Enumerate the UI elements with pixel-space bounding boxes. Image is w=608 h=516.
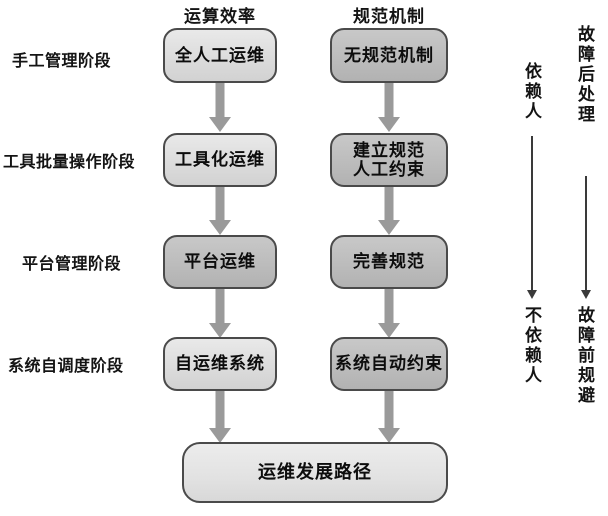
axis-label-fault-handling-top: 故障后处理 [575, 25, 594, 125]
flow-arrow-efficiency-3-4 [209, 289, 231, 338]
stage-label-platform: 平台管理阶段 [22, 256, 122, 273]
node-efficiency-stage-4[interactable]: 自运维系统 [163, 337, 277, 391]
node-standard-stage-2[interactable]: 建立规范 人工约束 [330, 133, 448, 187]
axis-label-people-dependency-top: 依赖人 [522, 62, 541, 122]
node-efficiency-stage-1[interactable]: 全人工运维 [163, 28, 277, 83]
node-standard-stage-3[interactable]: 完善规范 [330, 235, 448, 289]
stage-label-tool-batch: 工具批量操作阶段 [3, 154, 136, 171]
column-header-efficiency: 运算效率 [184, 7, 256, 26]
flow-arrow-efficiency-to-summary [209, 391, 231, 443]
stage-label-manual: 手工管理阶段 [12, 53, 112, 70]
flow-arrow-efficiency-1-2 [209, 83, 231, 132]
axis-arrow-people-dependency [522, 136, 542, 299]
node-standard-stage-1[interactable]: 无规范机制 [330, 28, 448, 83]
axis-label-fault-handling-bottom: 故障前规避 [575, 306, 594, 406]
flow-arrow-standard-3-4 [378, 289, 400, 338]
node-standard-stage-4[interactable]: 系统自动约束 [330, 337, 448, 391]
stage-label-self-scheduling: 系统自调度阶段 [8, 358, 124, 375]
flow-arrow-standard-to-summary [378, 391, 400, 443]
axis-arrow-fault-handling [576, 176, 596, 299]
node-efficiency-stage-2[interactable]: 工具化运维 [163, 133, 277, 187]
column-header-standard: 规范机制 [353, 7, 425, 26]
axis-label-people-dependency-bottom: 不依赖人 [522, 306, 541, 386]
flow-arrow-standard-2-3 [378, 187, 400, 235]
flow-arrow-efficiency-2-3 [209, 187, 231, 235]
node-efficiency-stage-3[interactable]: 平台运维 [163, 235, 277, 289]
summary-box-ops-roadmap[interactable]: 运维发展路径 [182, 442, 448, 503]
flow-arrow-standard-1-2 [378, 83, 400, 132]
